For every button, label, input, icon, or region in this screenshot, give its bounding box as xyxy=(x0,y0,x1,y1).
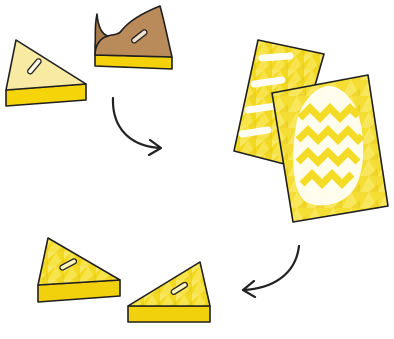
wood-triangle-block xyxy=(94,5,173,70)
curved-arrow-icon xyxy=(241,244,301,299)
hanger-slot-icon xyxy=(59,258,78,271)
pattern-triangle-block xyxy=(37,237,121,303)
curved-arrow-icon xyxy=(111,96,163,157)
hanger-slot-icon xyxy=(170,281,188,296)
hanger-slot-icon xyxy=(27,58,42,75)
hanger-slot-icon xyxy=(131,29,148,44)
pattern-card-front xyxy=(271,74,389,223)
plain-triangle-block xyxy=(5,39,87,107)
pattern-triangle-block xyxy=(127,261,211,323)
